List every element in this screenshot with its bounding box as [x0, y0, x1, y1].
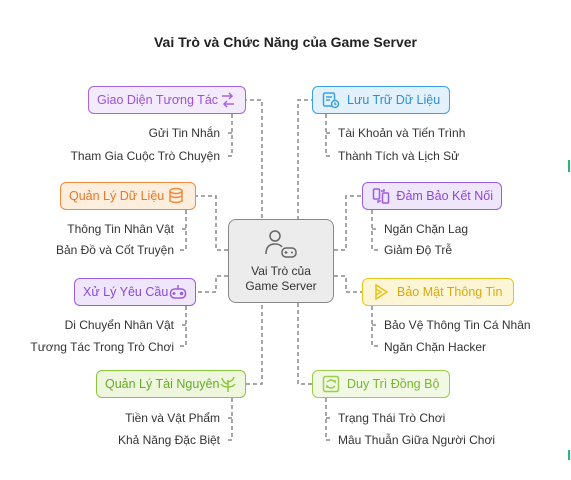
edge-marker: [568, 450, 570, 460]
node-giao-dien-tuong-tac: Giao Diện Tương Tác: [88, 86, 246, 114]
sub-thanh-tich: Thành Tích và Lịch Sử: [338, 149, 460, 163]
sub-tien-va-vat-pham: Tiền và Vật Phẩm: [125, 411, 220, 425]
sub-gui-tin-nhan: Gửi Tin Nhắn: [148, 126, 220, 140]
bracket-bao-mat: [371, 306, 378, 347]
edge-marker: [568, 160, 570, 172]
sub-giam-do-tre: Giảm Độ Trễ: [384, 243, 453, 257]
node-luu-tru-du-lieu: Lưu Trữ Dữ Liệu: [312, 86, 450, 114]
node-label: Xử Lý Yêu Cầu: [83, 285, 169, 299]
sub-ban-do: Bản Đồ và Cốt Truyện: [55, 243, 174, 257]
sub-tham-gia: Tham Gia Cuộc Trò Chuyện: [70, 149, 220, 163]
node-quan-ly-du-lieu: Quản Lý Dữ Liệu: [60, 182, 196, 210]
storage-clock-icon: [321, 90, 341, 110]
bracket-duy-tri: [325, 398, 332, 441]
node-label: Quản Lý Dữ Liệu: [69, 189, 165, 203]
connector-bao-mat: [334, 275, 362, 293]
connector-quan-ly-du-lieu: [196, 195, 228, 251]
bracket-quan-ly-tai-nguyen: [226, 398, 233, 441]
sub-trang-thai: Trạng Thái Trò Chơi: [338, 411, 446, 425]
node-xu-ly-yeu-cau: Xử Lý Yêu Cầu: [74, 278, 196, 306]
connector-xu-ly-yeu-cau: [196, 275, 228, 293]
bracket-luu-tru: [325, 114, 332, 157]
node-label: Bảo Mật Thông Tin: [397, 285, 503, 299]
sub-thong-tin-nhan-vat: Thông Tin Nhân Vật: [67, 222, 174, 236]
center-label-line1: Vai Trò của: [251, 263, 311, 278]
node-label: Quản Lý Tài Nguyên: [105, 377, 220, 391]
sub-tuong-tac: Tương Tác Trong Trò Chơi: [30, 340, 174, 354]
node-duy-tri-dong-bo: Duy Trì Đồng Bộ: [312, 370, 450, 398]
sub-ngan-chan-lag: Ngăn Chặn Lag: [384, 222, 469, 236]
node-bao-mat-thong-tin: Bảo Mật Thông Tin: [362, 278, 514, 306]
sub-ngan-chan-hacker: Ngăn Chặn Hacker: [384, 340, 487, 354]
sub-kha-nang: Khả Năng Đặc Biệt: [117, 433, 220, 447]
database-icon: [167, 186, 187, 206]
sub-mau-thuan: Mâu Thuẫn Giữa Người Chơi: [338, 433, 495, 447]
sub-tai-khoan: Tài Khoản và Tiến Trình: [338, 126, 466, 140]
node-dam-bao-ket-noi: Đảm Bảo Kết Nối: [362, 182, 502, 210]
node-quan-ly-tai-nguyen: Quản Lý Tài Nguyên: [96, 370, 246, 398]
bracket-dam-bao: [371, 210, 378, 251]
plant-icon: [219, 374, 237, 394]
devices-sync-icon: [371, 186, 390, 206]
bracket-xu-ly-yeu-cau: [180, 306, 187, 347]
diagram-title: Vai Trò và Chức Năng của Game Server: [153, 34, 418, 50]
node-label: Lưu Trữ Dữ Liệu: [347, 93, 441, 107]
arrows-swap-icon: [218, 90, 237, 110]
sub-bao-ve-thong-tin: Bảo Vệ Thông Tin Cá Nhân: [384, 318, 531, 332]
sync-box-icon: [321, 374, 341, 394]
connector-dam-bao: [334, 195, 362, 251]
gamepad-icon: [168, 282, 187, 302]
node-label: Đảm Bảo Kết Nối: [396, 189, 493, 203]
bracket-quan-ly-du-lieu: [180, 210, 187, 251]
node-label: Giao Diện Tương Tác: [97, 93, 219, 107]
center-label-line2: Game Server: [245, 278, 317, 293]
center-node: Vai Trò của Game Server: [228, 219, 334, 303]
user-gamepad-icon: [264, 229, 298, 264]
node-label: Duy Trì Đồng Bộ: [347, 377, 440, 391]
bracket-giao-dien: [226, 114, 233, 157]
sub-di-chuyen: Di Chuyển Nhân Vật: [64, 318, 174, 332]
play-shield-icon: [371, 282, 391, 302]
